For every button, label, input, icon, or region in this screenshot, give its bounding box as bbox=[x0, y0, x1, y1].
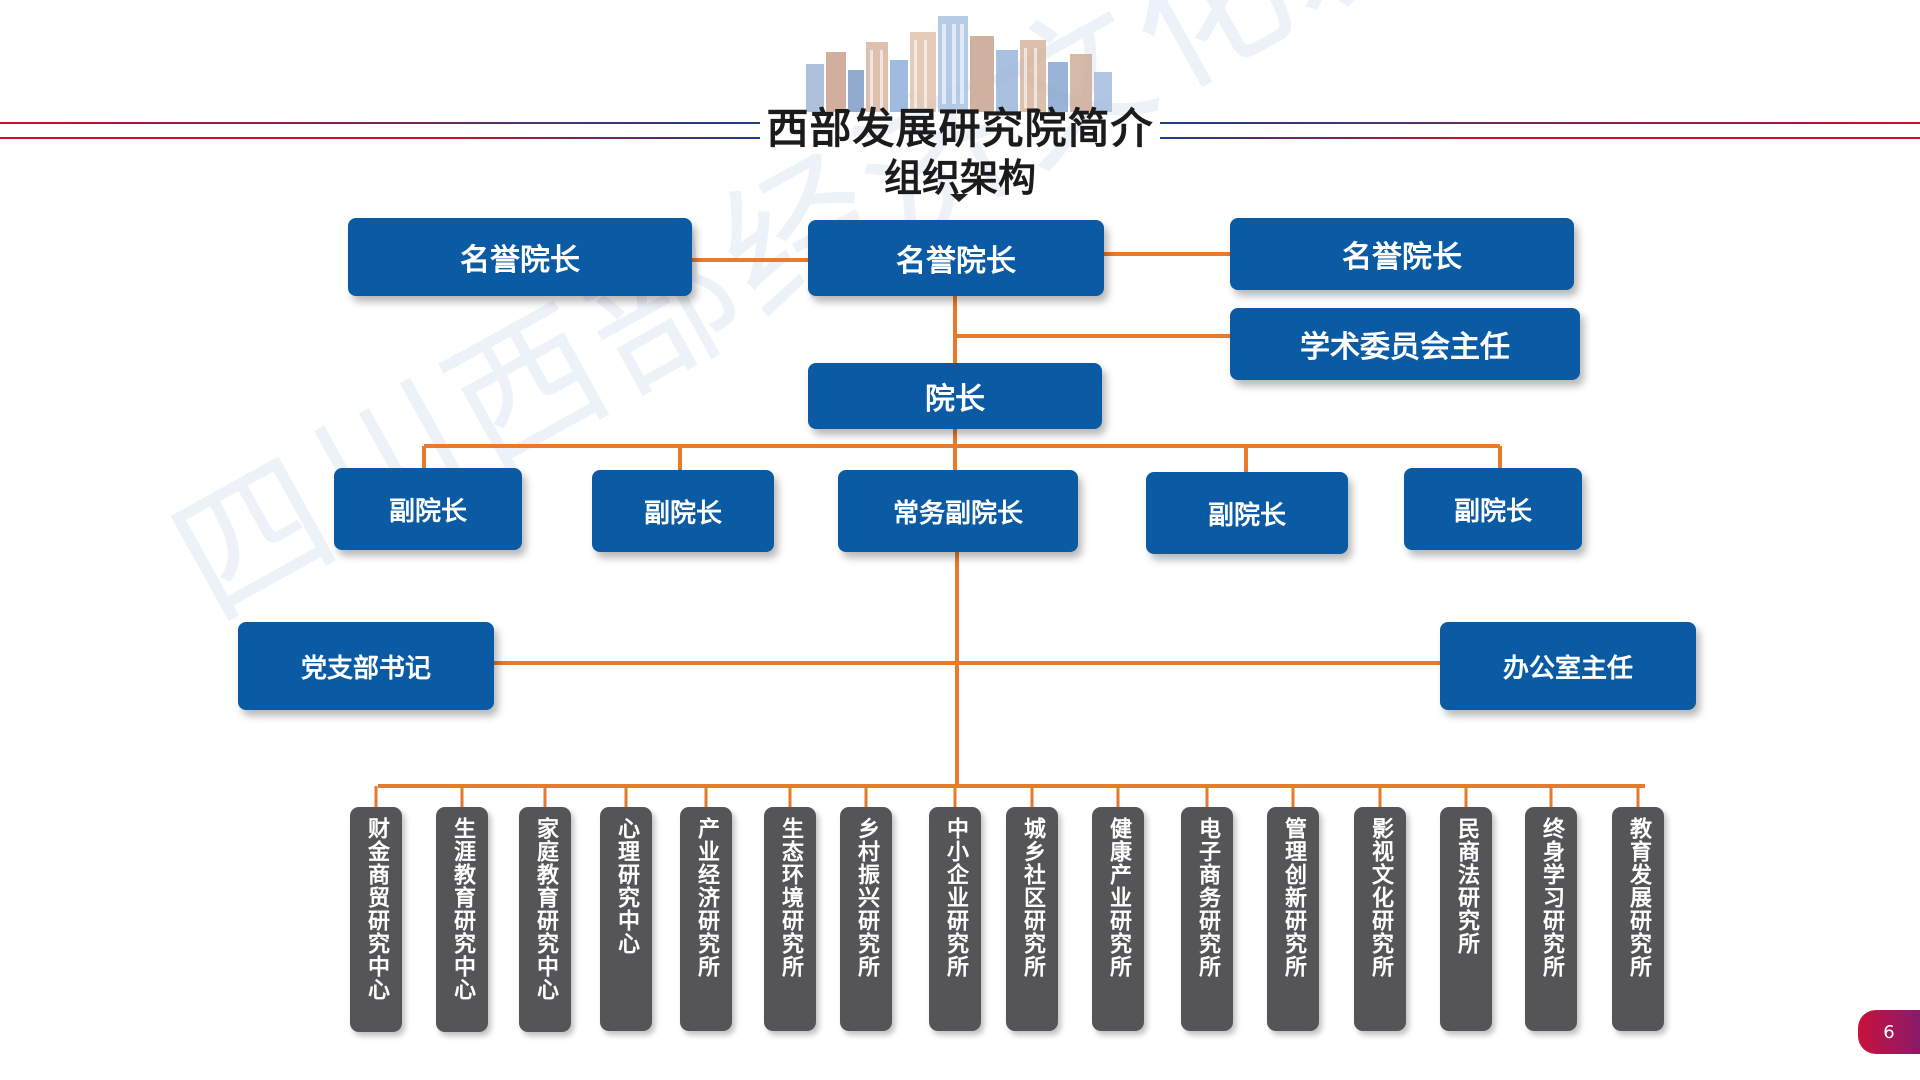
department-label: 民商法研究所 bbox=[1454, 817, 1479, 955]
department-box: 乡村振兴研究所 bbox=[840, 807, 892, 1031]
academic-committee-chair-label: 学术委员会主任 bbox=[1300, 330, 1510, 365]
department-box: 心理研究中心 bbox=[600, 807, 652, 1031]
department-box: 生态环境研究所 bbox=[764, 807, 816, 1031]
department-box: 教育发展研究所 bbox=[1612, 807, 1664, 1031]
department-label: 教育发展研究所 bbox=[1626, 817, 1651, 978]
department-label: 终身学习研究所 bbox=[1539, 817, 1564, 978]
department-label: 财金商贸研究中心 bbox=[364, 817, 389, 1001]
honorary-president-right: 名誉院长 bbox=[1230, 218, 1574, 290]
department-box: 城乡社区研究所 bbox=[1006, 807, 1058, 1031]
page-title: 西部发展研究院简介 bbox=[766, 104, 1154, 153]
department-label: 乡村振兴研究所 bbox=[854, 817, 879, 978]
party-branch-secretary: 党支部书记 bbox=[238, 622, 494, 710]
vice-president-label: 副院长 bbox=[1207, 500, 1286, 531]
department-box: 终身学习研究所 bbox=[1525, 807, 1577, 1031]
honorary-president-center: 名誉院长 bbox=[808, 220, 1104, 296]
office-director-label: 办公室主任 bbox=[1502, 653, 1633, 684]
header-line-left-bottom bbox=[0, 137, 760, 139]
honorary-president-right-label: 名誉院长 bbox=[1342, 240, 1462, 275]
department-label: 健康产业研究所 bbox=[1106, 817, 1131, 978]
header-line-right-bottom bbox=[1160, 137, 1920, 139]
vice-president-label: 副院长 bbox=[388, 496, 467, 527]
page-number-badge: 6 bbox=[1858, 1010, 1920, 1054]
department-box: 健康产业研究所 bbox=[1092, 807, 1144, 1031]
department-label: 家庭教育研究中心 bbox=[533, 817, 558, 1001]
party-branch-secretary-label: 党支部书记 bbox=[300, 653, 431, 684]
department-box: 管理创新研究所 bbox=[1267, 807, 1319, 1031]
academic-committee-chair: 学术委员会主任 bbox=[1230, 308, 1580, 380]
header-line-left-top bbox=[0, 122, 760, 124]
page-number: 6 bbox=[1883, 1021, 1895, 1043]
vice-president-2: 副院长 bbox=[592, 470, 774, 552]
header-line-right-top bbox=[1160, 122, 1920, 124]
vice-president-label: 副院长 bbox=[1453, 496, 1532, 527]
department-box: 产业经济研究所 bbox=[680, 807, 732, 1031]
department-label: 生涯教育研究中心 bbox=[450, 817, 475, 1001]
department-box: 财金商贸研究中心 bbox=[350, 807, 402, 1032]
department-label: 中小企业研究所 bbox=[943, 817, 968, 978]
vice-president-label: 副院长 bbox=[643, 498, 722, 529]
department-label: 生态环境研究所 bbox=[778, 817, 803, 978]
president: 院长 bbox=[808, 363, 1102, 429]
honorary-president-left-label: 名誉院长 bbox=[460, 243, 580, 278]
department-box: 影视文化研究所 bbox=[1354, 807, 1406, 1031]
city-skyline-icon bbox=[806, 16, 1112, 112]
title-arrow-icon bbox=[950, 194, 968, 202]
department-box: 中小企业研究所 bbox=[929, 807, 981, 1031]
vice-president-1: 副院长 bbox=[334, 468, 522, 550]
department-label: 产业经济研究所 bbox=[694, 817, 719, 978]
page-subtitle: 组织架构 bbox=[883, 156, 1036, 200]
vice-president-4: 副院长 bbox=[1404, 468, 1582, 550]
department-box: 电子商务研究所 bbox=[1181, 807, 1233, 1031]
honorary-president-left: 名誉院长 bbox=[348, 218, 692, 296]
department-label: 城乡社区研究所 bbox=[1020, 817, 1045, 978]
honorary-president-center-label: 名誉院长 bbox=[896, 244, 1016, 279]
vice-president-3: 副院长 bbox=[1146, 472, 1348, 554]
department-label: 影视文化研究所 bbox=[1368, 817, 1393, 978]
department-box: 家庭教育研究中心 bbox=[519, 807, 571, 1032]
president-label: 院长 bbox=[925, 382, 985, 417]
executive-vice-president-label: 常务副院长 bbox=[892, 498, 1023, 529]
department-box: 民商法研究所 bbox=[1440, 807, 1492, 1031]
executive-vice-president: 常务副院长 bbox=[838, 470, 1078, 552]
department-label: 管理创新研究所 bbox=[1281, 817, 1306, 978]
office-director: 办公室主任 bbox=[1440, 622, 1696, 710]
department-box: 生涯教育研究中心 bbox=[436, 807, 488, 1032]
department-label: 心理研究中心 bbox=[614, 817, 639, 955]
department-label: 电子商务研究所 bbox=[1195, 817, 1220, 978]
